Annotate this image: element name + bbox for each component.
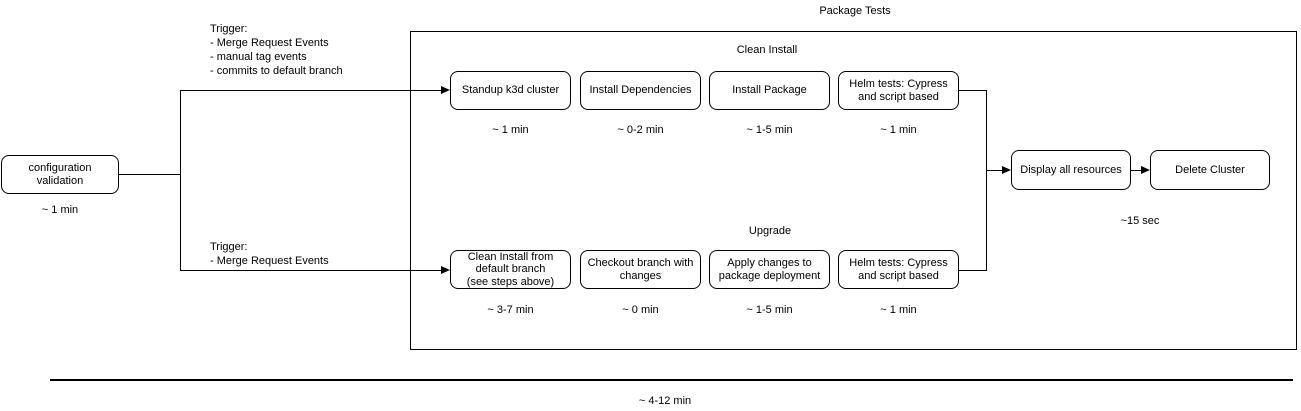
time-configuration-validation: ~ 1 min <box>41 204 79 216</box>
time-apply-changes-to-package-deployment: ~ 1-5 min <box>746 304 793 316</box>
total-duration: ~ 4-12 min <box>638 395 692 407</box>
step-install-dependencies: Install Dependencies <box>580 71 701 110</box>
arrowhead-upgrade-icon <box>441 265 450 274</box>
trigger-note-top: Trigger: - Merge Request Events - manual… <box>210 22 343 78</box>
time-install-package: ~ 1-5 min <box>746 124 793 136</box>
step-helm-tests-upgrade: Helm tests: Cypress and script based <box>838 250 959 289</box>
time-checkout-branch-with-changes: ~ 0 min <box>622 304 659 316</box>
connector-to-display-resources <box>986 169 1004 171</box>
connector-branch-vertical <box>179 89 181 271</box>
step-install-package: Install Package <box>709 71 830 110</box>
time-finalize: ~15 sec <box>1120 215 1160 227</box>
connector-to-clean-install <box>180 89 443 91</box>
connector-helm-top-out <box>959 89 987 91</box>
time-standup-k3d-cluster: ~ 1 min <box>492 124 529 136</box>
step-delete-cluster: Delete Cluster <box>1150 150 1270 190</box>
step-clean-install-from-default-branch: Clean Install from default branch (see s… <box>450 250 571 289</box>
step-display-all-resources: Display all resources <box>1011 150 1131 190</box>
trigger-bottom-item: - Merge Request Events <box>210 255 329 267</box>
diagram-title: Package Tests <box>819 5 891 17</box>
connector-helm-bottom-out <box>959 269 987 271</box>
step-helm-tests-clean-install: Helm tests: Cypress and script based <box>838 71 959 110</box>
trigger-top-item: - commits to default branch <box>210 65 343 77</box>
trigger-top-item: - Merge Request Events <box>210 37 329 49</box>
time-install-dependencies: ~ 0-2 min <box>617 124 664 136</box>
trigger-top-item: - manual tag events <box>210 51 307 63</box>
arrowhead-delete-cluster-icon <box>1141 165 1150 174</box>
connector-to-delete-cluster <box>1131 169 1142 171</box>
time-clean-install-from-default-branch: ~ 3-7 min <box>487 304 534 316</box>
upgrade-label: Upgrade <box>748 225 792 237</box>
arrowhead-display-resources-icon <box>1002 165 1011 174</box>
step-standup-k3d-cluster: Standup k3d cluster <box>450 71 571 110</box>
time-helm-tests-upgrade: ~ 1 min <box>880 304 917 316</box>
arrowhead-clean-install-icon <box>441 85 450 94</box>
trigger-top-heading: Trigger: <box>210 23 248 35</box>
clean-install-label: Clean Install <box>736 44 798 56</box>
total-duration-line <box>50 379 1293 381</box>
connector-to-upgrade <box>180 269 443 271</box>
package-tests-container <box>410 31 1297 350</box>
trigger-bottom-heading: Trigger: <box>210 241 248 253</box>
trigger-note-bottom: Trigger: - Merge Request Events <box>210 240 329 268</box>
step-configuration-validation: configuration validation <box>1 155 119 194</box>
time-helm-tests-clean-install: ~ 1 min <box>880 124 917 136</box>
step-checkout-branch-with-changes: Checkout branch with changes <box>580 250 701 289</box>
connector-merge-vertical <box>985 89 987 271</box>
step-apply-changes-to-package-deployment: Apply changes to package deployment <box>709 250 830 289</box>
connector-start-to-branch <box>119 173 180 175</box>
